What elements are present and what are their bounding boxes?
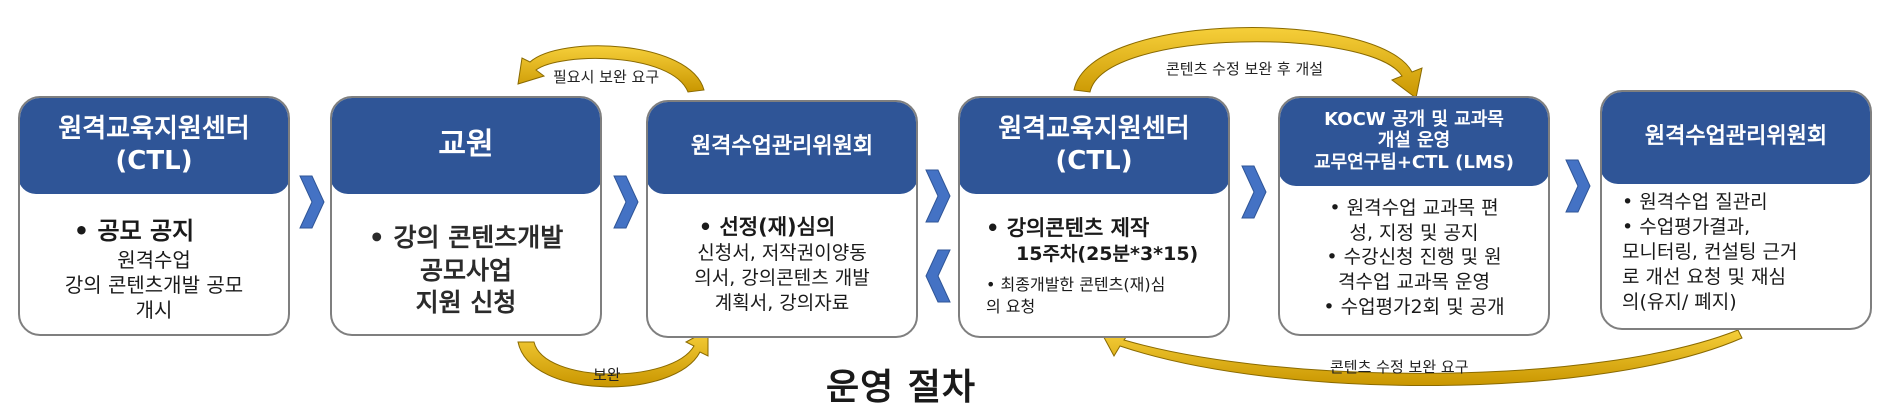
step-4-box: 원격교육지원센터 (CTL) 강의콘텐츠 제작 15주차(25분*3*15) 최… [958,96,1230,338]
chevron-left-icon [925,249,951,303]
step-6-box: 원격수업관리위원회 원격수업 질관리 수업평가결과, 모니터링, 컨설팅 근거 … [1600,90,1872,330]
label-request-supplement: 필요시 보완 요구 [553,68,660,86]
step-4-header: 원격교육지원센터 (CTL) [960,98,1228,194]
step-3-body: 선정(재)심의 신청서, 저작권이양동 의서, 강의콘텐츠 개발 계획서, 강의… [648,196,916,336]
step-2-header: 교원 [332,98,600,194]
step-2-body: 강의 콘텐츠개발 공모사업 지원 신청 [332,196,600,334]
step-6-body: 원격수업 질관리 수업평가결과, 모니터링, 컨설팅 근거 로 개선 요청 및 … [1602,186,1870,328]
step-1-body: 공모 공지 원격수업 강의 콘텐츠개발 공모 개시 [20,196,288,334]
label-supplement: 보완 [593,366,621,384]
step-5-box: KOCW 공개 및 교과목 개설 운영 교무연구팀+CTL (LMS) 원격수업… [1278,96,1550,336]
step-2-box: 교원 강의 콘텐츠개발 공모사업 지원 신청 [330,96,602,336]
arrow-request-supplement [517,45,705,93]
step-3-box: 원격수업관리위원회 선정(재)심의 신청서, 저작권이양동 의서, 강의콘텐츠 … [646,100,918,338]
chevron-right-icon [1241,165,1267,219]
diagram-title: 운영 절차 [826,367,977,408]
arrow-revise-open [1073,27,1423,99]
step-5-body: 원격수업 교과목 편 성, 지정 및 공지 수강신청 진행 및 원 격수업 교과… [1280,188,1548,334]
chevron-right-icon [299,175,325,229]
chevron-right-icon [925,169,951,223]
label-revise-open: 콘텐츠 수정 보완 후 개설 [1166,60,1324,78]
step-4-body: 강의콘텐츠 제작 15주차(25분*3*15) 최종개발한 콘텐츠(재)심 의 … [960,196,1228,336]
step-5-header: KOCW 공개 및 교과목 개설 운영 교무연구팀+CTL (LMS) [1280,98,1548,186]
step-1-header: 원격교육지원센터 (CTL) [20,98,288,194]
step-1-item-main: 공모 공지 [20,216,288,246]
step-3-header: 원격수업관리위원회 [648,102,916,194]
chevron-right-icon [613,175,639,229]
chevron-right-icon [1565,159,1591,213]
step-6-header: 원격수업관리위원회 [1602,92,1870,184]
step-1-box: 원격교육지원센터 (CTL) 공모 공지 원격수업 강의 콘텐츠개발 공모 개시 [18,96,290,336]
arrow-supplement [517,329,709,388]
label-revise-request: 콘텐츠 수정 보완 요구 [1330,358,1469,376]
